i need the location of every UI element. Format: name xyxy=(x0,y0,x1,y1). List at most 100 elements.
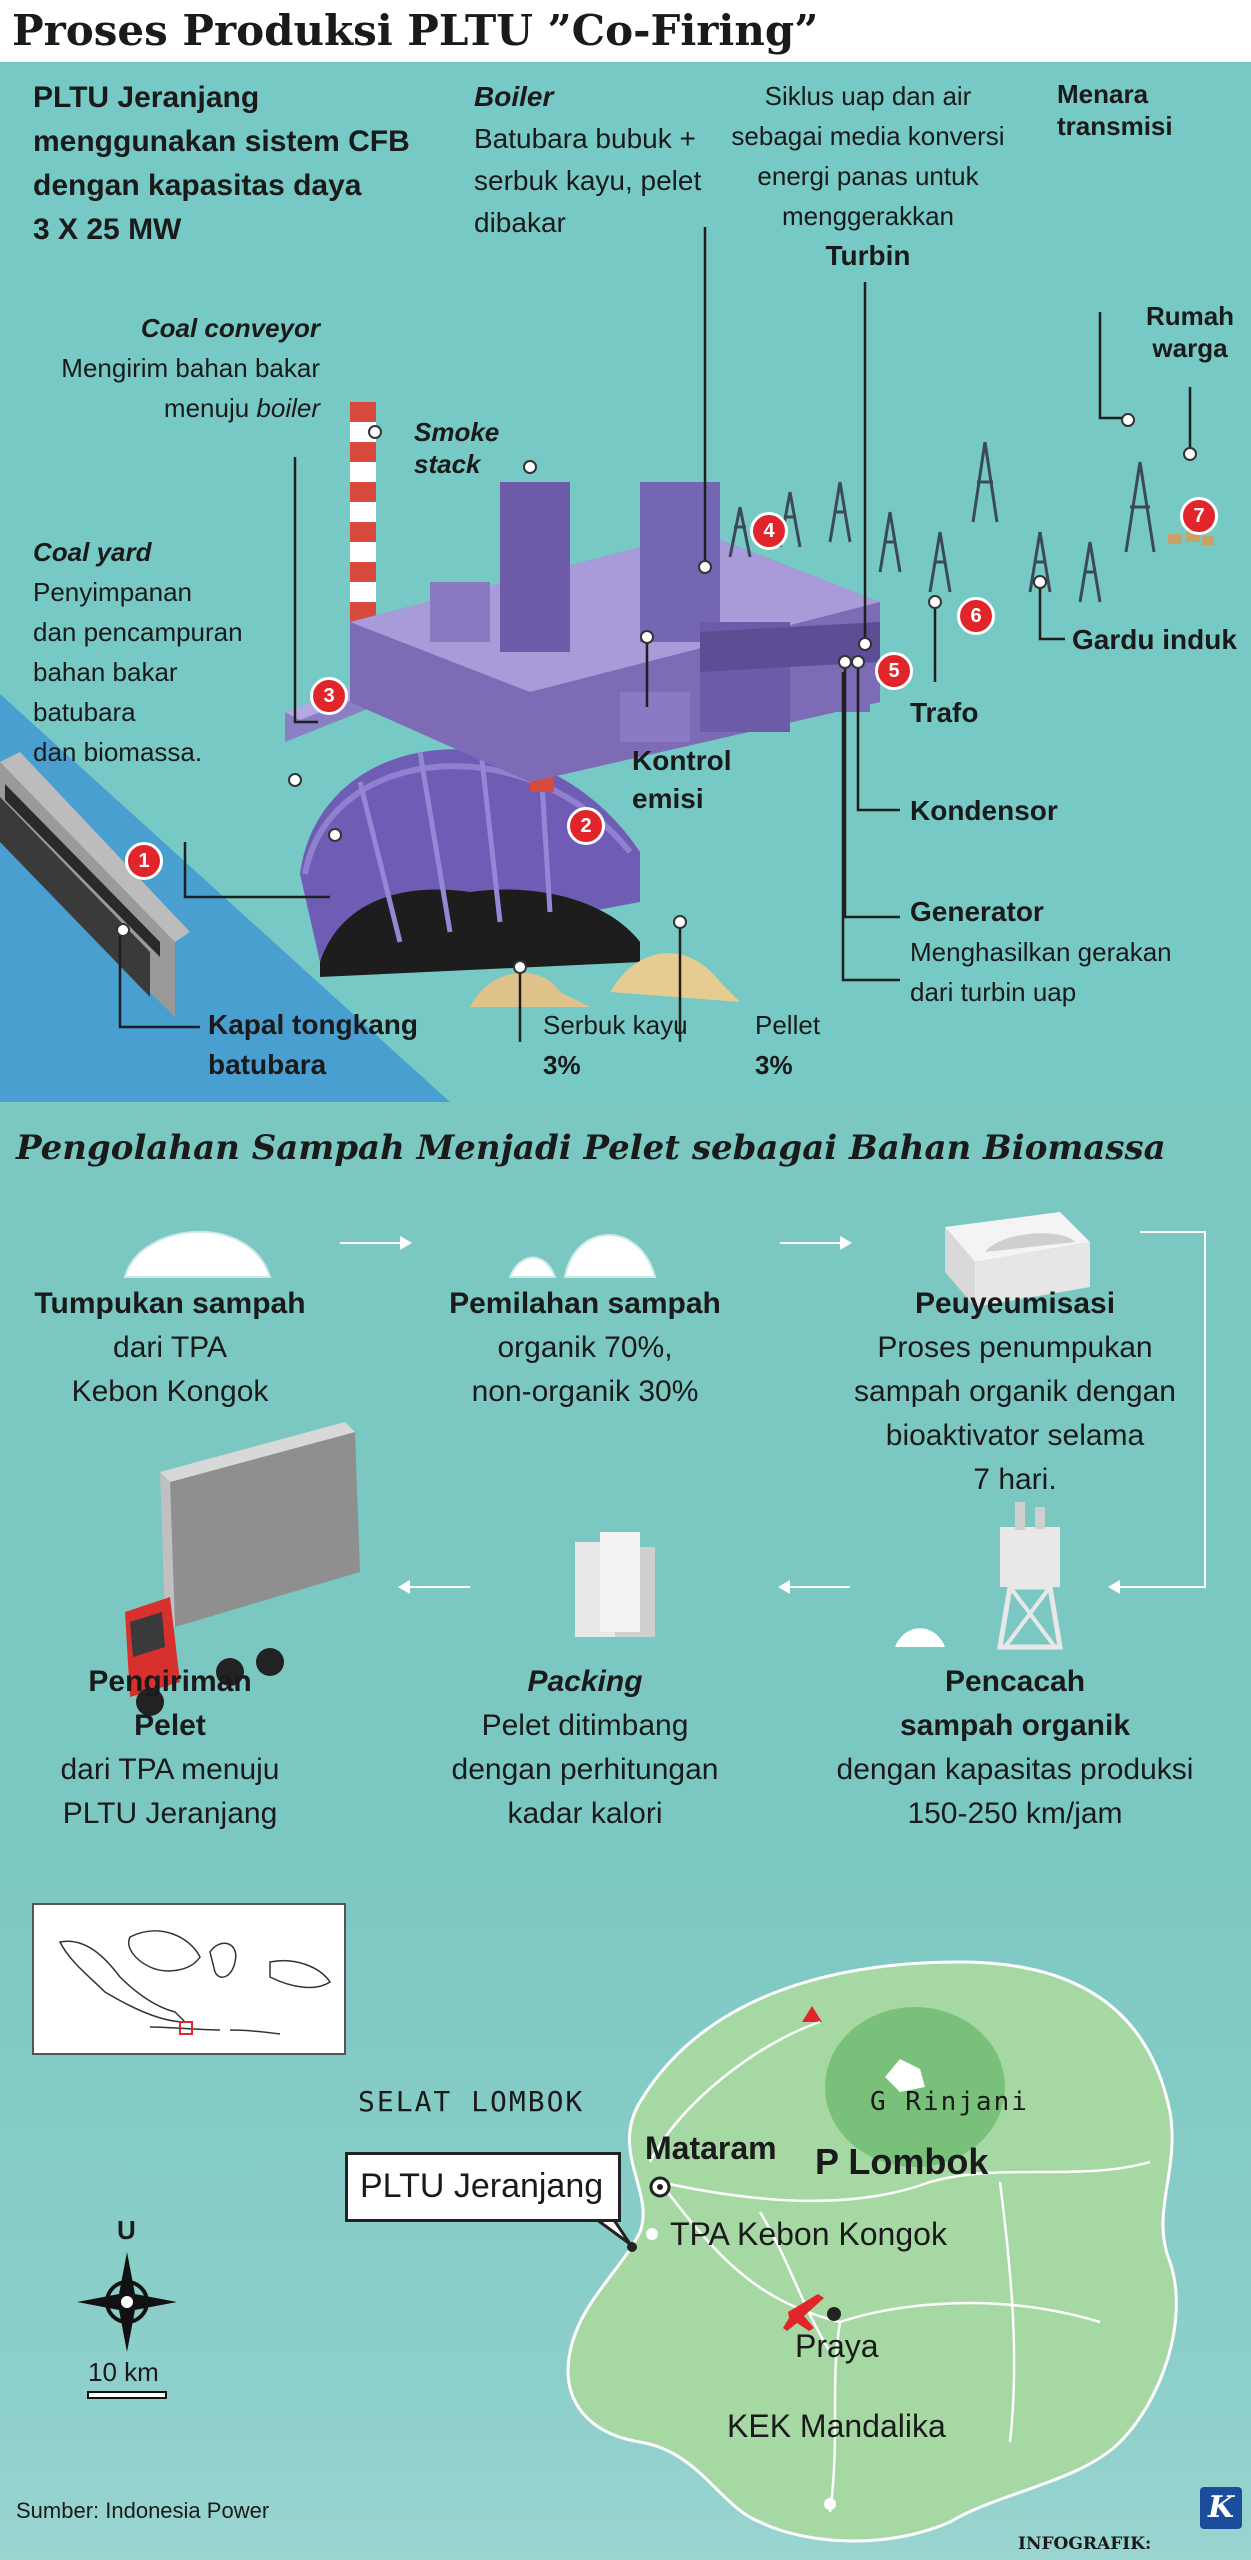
flow-line xyxy=(1118,1231,1206,1588)
mataram-label: Mataram xyxy=(645,2130,777,2166)
kontrol-line: Kontrol xyxy=(632,745,732,776)
boiler-line: Batubara bubuk + xyxy=(474,123,696,154)
lombok-island xyxy=(566,1960,1178,2543)
intro-line: menggunakan sistem CFB xyxy=(33,125,410,158)
pellet-percent: 3% xyxy=(755,1050,793,1080)
barge-label: Kapal tongkang batubara xyxy=(208,1005,418,1085)
mandalika-label: KEK Mandalika xyxy=(727,2408,946,2444)
rinjani-label: G Rinjani xyxy=(870,2087,1029,2117)
intro-line: dengan kapasitas daya xyxy=(33,169,362,202)
tower-label: Menara transmisi xyxy=(1057,78,1237,142)
houses-line: Rumah xyxy=(1145,301,1235,331)
power-plant-buildings xyxy=(350,482,880,782)
step-line: sampah organik dengan xyxy=(854,1375,1176,1408)
generator-title: Generator xyxy=(910,896,1044,927)
step-pengiriman: Pengiriman Pelet dari TPA menuju PLTU Je… xyxy=(0,1660,340,1836)
badge-1: 1 xyxy=(125,842,163,880)
plant-section: PLTU Jeranjang menggunakan sistem CFB de… xyxy=(0,62,1251,1102)
step-line: bioaktivator selama xyxy=(885,1419,1145,1452)
conveyor-line: menuju xyxy=(163,393,257,423)
badge-4: 4 xyxy=(750,512,788,550)
trafo-label: Trafo xyxy=(910,697,979,728)
coal-barge-illustration xyxy=(0,752,190,1017)
boiler-line: serbuk kayu, pelet xyxy=(474,165,702,196)
conveyor-line: Mengirim bahan bakar xyxy=(61,353,320,383)
step-tumpukan: Tumpukan sampah dari TPA Kebon Kongok xyxy=(0,1282,340,1414)
airport-icon xyxy=(783,2294,824,2331)
flow-arrow-5 xyxy=(398,1580,470,1594)
boiler-label: Boiler Batubara bubuk + serbuk kayu, pel… xyxy=(474,76,714,244)
scale-label: 10 km xyxy=(88,2357,159,2387)
barge-line: Kapal tongkang xyxy=(208,1009,419,1040)
step-line: Proses penumpukan xyxy=(877,1331,1153,1364)
page-title: Proses Produksi PLTU ”Co-Firing” xyxy=(12,6,819,55)
leader-lines xyxy=(118,227,1192,1042)
north-label: U xyxy=(117,2215,136,2245)
flow-arrow-2 xyxy=(780,1236,852,1250)
houses-label: Rumah warga xyxy=(1130,300,1250,364)
badge-3: 3 xyxy=(310,677,348,715)
process-section: Pengolahan Sampah Menjadi Pelet sebagai … xyxy=(0,1102,1251,1882)
tower-line: Menara xyxy=(1057,79,1149,109)
peak-triangle-icon xyxy=(802,2006,822,2022)
step-line: kadar kalori xyxy=(507,1797,663,1830)
coal-yard-title: Coal yard xyxy=(33,537,152,567)
coal-yard-line: bahan bakar xyxy=(33,657,178,687)
trash-heap-icon xyxy=(123,1231,272,1278)
step-title: Pelet xyxy=(134,1709,206,1742)
tower-line: transmisi xyxy=(1057,111,1173,141)
smoke-line: stack xyxy=(414,449,481,479)
process-heading: Pengolahan Sampah Menjadi Pelet sebagai … xyxy=(16,1128,1166,1168)
pellet-pile xyxy=(610,953,740,1002)
sawdust-label: Serbuk kayu 3% xyxy=(543,1005,688,1085)
kontrol-emisi-label: Kontrol emisi xyxy=(632,742,732,818)
step-title: Packing xyxy=(527,1665,643,1698)
publisher-logo: K xyxy=(1200,2487,1242,2529)
plant-intro: PLTU Jeranjang menggunakan sistem CFB de… xyxy=(33,76,493,252)
process-icons xyxy=(123,1212,1206,1716)
barge-line: batubara xyxy=(208,1049,327,1080)
step-peuyeumisasi: Peuyeumisasi Proses penumpukan sampah or… xyxy=(835,1282,1195,1502)
kontrol-line: emisi xyxy=(632,783,704,814)
step-line: organik 70%, xyxy=(497,1331,673,1364)
flow-arrow-4 xyxy=(778,1580,850,1594)
sawdust-text: Serbuk kayu xyxy=(543,1010,688,1040)
step-line: Kebon Kongok xyxy=(71,1375,269,1408)
flow-arrow-1 xyxy=(340,1236,412,1250)
title-bar: Proses Produksi PLTU ”Co-Firing” xyxy=(0,0,1251,62)
lombok-map xyxy=(32,1903,1178,2543)
steam-line: energi panas untuk xyxy=(757,161,979,191)
composting-box-icon xyxy=(945,1212,1090,1307)
step-title: Tumpukan sampah xyxy=(34,1287,306,1320)
gardu-label: Gardu induk xyxy=(1072,624,1237,655)
scale-bar xyxy=(87,2391,167,2399)
sawdust-percent: 3% xyxy=(543,1050,581,1080)
step-packing: Packing Pelet ditimbang dengan perhitung… xyxy=(420,1660,750,1836)
pellet-bag-icon xyxy=(575,1532,655,1637)
leader-dots xyxy=(116,413,1197,974)
tpa-label: TPA Kebon Kongok xyxy=(670,2216,947,2252)
badge-5: 5 xyxy=(875,652,913,690)
mandalika-marker xyxy=(824,2498,836,2510)
step-line: 7 hari. xyxy=(973,1463,1057,1496)
coal-yard-line: dan biomassa. xyxy=(33,737,203,767)
badge-6: 6 xyxy=(957,597,995,635)
step-pencacah: Pencacah sampah organik dengan kapasitas… xyxy=(815,1660,1215,1836)
step-title: sampah organik xyxy=(899,1709,1131,1742)
island-label: P Lombok xyxy=(815,2141,989,2182)
truck-icon xyxy=(125,1422,360,1716)
smoke-stack-label: Smoke stack xyxy=(414,416,544,480)
conveyor-title: Coal conveyor xyxy=(140,313,320,343)
roads xyxy=(648,2020,1151,2513)
strait-label: SELAT LOMBOK xyxy=(358,2085,585,2118)
houses-line: warga xyxy=(1152,333,1228,363)
steam-line: Siklus uap dan air xyxy=(764,81,972,111)
steam-line: sebagai media konversi xyxy=(731,121,1005,151)
coal-yard-line: Penyimpanan xyxy=(33,577,192,607)
coal-yard-label: Coal yard Penyimpanan dan pencampuran ba… xyxy=(33,532,293,772)
badge-7: 7 xyxy=(1180,497,1218,535)
map-section: SELAT LOMBOK Mataram P Lombok G Rinjani … xyxy=(0,1882,1251,2560)
badge-2: 2 xyxy=(567,807,605,845)
praya-marker xyxy=(827,2307,841,2321)
